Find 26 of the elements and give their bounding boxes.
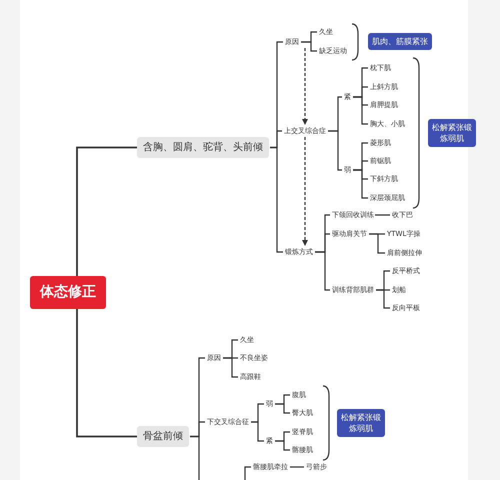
connector-line xyxy=(76,309,137,438)
connector-line xyxy=(328,130,342,171)
connector-line xyxy=(353,96,368,125)
connector-line xyxy=(301,41,317,52)
connector-line xyxy=(369,233,385,254)
connector-line xyxy=(290,466,304,468)
connector-line xyxy=(315,251,330,291)
connector-line xyxy=(190,436,200,480)
dashed-arrow xyxy=(302,137,308,246)
connector-line xyxy=(251,421,264,442)
connector-line xyxy=(275,440,290,451)
summary-box: 松解紧张锻炼弱肌 xyxy=(428,119,476,147)
connector-line xyxy=(244,466,251,480)
dashed-arrow xyxy=(302,48,308,125)
connector-line xyxy=(376,289,390,309)
connector-line xyxy=(270,146,283,253)
connector-line xyxy=(353,169,368,199)
connector-line xyxy=(223,357,238,378)
connector-line xyxy=(275,403,290,414)
connector-line xyxy=(76,146,137,276)
branch-topic: 含胸、圆肩、驼背、头前倾 xyxy=(137,136,269,158)
branch-topic: 骨盆前倾 xyxy=(137,426,189,446)
connector-line xyxy=(374,214,390,216)
summary-box: 肌肉、筋膜紧张 xyxy=(368,32,432,50)
summary-box: 松解紧张锻炼弱肌 xyxy=(337,409,385,437)
root-topic: 体态修正 xyxy=(30,276,106,308)
